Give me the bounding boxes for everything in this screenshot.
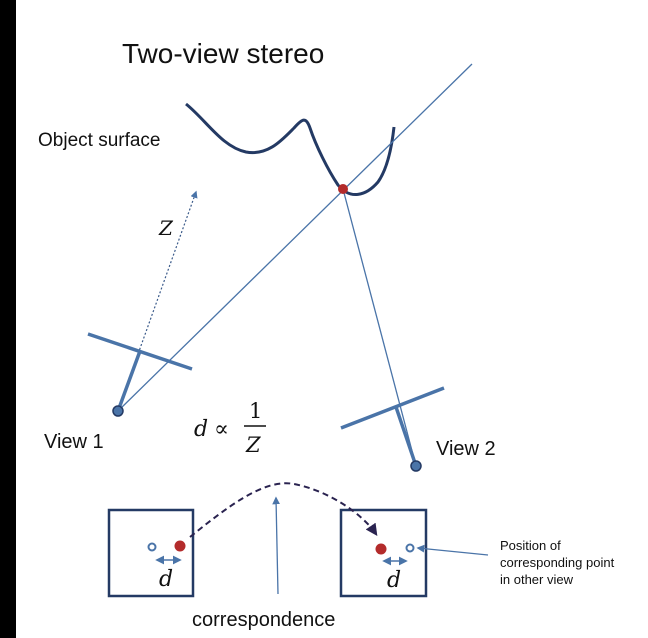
camera2-stem: [394, 406, 418, 467]
view2-ray: [342, 188, 417, 467]
object-surface-label: Object surface: [38, 130, 161, 151]
formula-lhs: d: [194, 417, 208, 442]
disparity-formula: d ∝ 1 Z: [194, 399, 266, 457]
camera2-center: [410, 460, 422, 472]
projected-point-hollow-view1: [147, 542, 157, 552]
slide: Two-view stereo Object surface Z View 1 …: [16, 0, 648, 638]
view1-ray: [117, 63, 473, 412]
formula-proportional: ∝: [214, 417, 229, 442]
stereo-diagram: Two-view stereo Object surface Z View 1 …: [38, 38, 615, 631]
view1-label: View 1: [44, 431, 104, 453]
view2-label: View 2: [436, 438, 496, 460]
image-box-view1: [107, 508, 195, 598]
projected-point-hollow-view2: [405, 543, 415, 553]
page-title: Two-view stereo: [122, 38, 324, 69]
z-axis-label: Z: [158, 216, 174, 240]
camera1-center: [112, 405, 124, 417]
note-line-2: corresponding point: [500, 555, 615, 570]
projected-point-view1: [174, 540, 186, 552]
note-line-1: Position of: [500, 538, 561, 553]
formula-denominator: Z: [245, 433, 261, 457]
object-surface-curve: [185, 102, 396, 196]
image-box-view2: [339, 508, 428, 598]
projected-point-view2: [375, 543, 387, 555]
image-plane-view2: [340, 386, 445, 430]
surface-point: [338, 184, 348, 194]
note-line-3: in other view: [500, 572, 574, 587]
z-axis-dotted-arrow: [117, 190, 198, 411]
formula-numerator: 1: [249, 399, 262, 423]
note-text: Position of corresponding point in other…: [500, 538, 615, 587]
note-pointer-arrow: [416, 544, 489, 556]
correspondence-pointer-arrow: [272, 496, 281, 595]
camera1-stem: [116, 350, 142, 412]
correspondence-dashed-arrow: [189, 482, 378, 538]
correspondence-label: correspondence: [192, 609, 335, 631]
disparity-label-view1: d: [159, 567, 173, 592]
disparity-label-view2: d: [387, 568, 401, 593]
